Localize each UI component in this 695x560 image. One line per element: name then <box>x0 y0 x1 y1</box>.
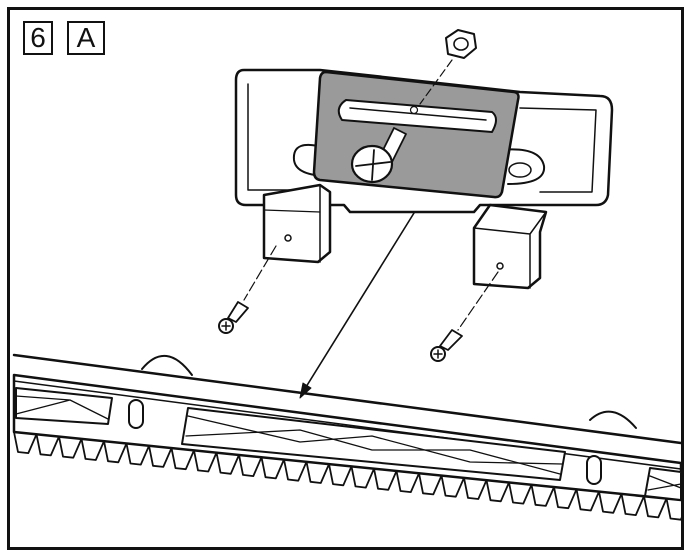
screw-icon <box>430 271 499 362</box>
rack-teeth <box>13 431 681 521</box>
step-number-box: 6 <box>23 21 53 55</box>
screw-icon <box>218 245 277 334</box>
nut-icon <box>419 29 477 105</box>
adjustment-plate-icon <box>312 70 520 199</box>
direction-arrow <box>299 212 415 399</box>
gear-rack-icon <box>12 353 681 521</box>
step-letter-box: A <box>67 21 105 55</box>
